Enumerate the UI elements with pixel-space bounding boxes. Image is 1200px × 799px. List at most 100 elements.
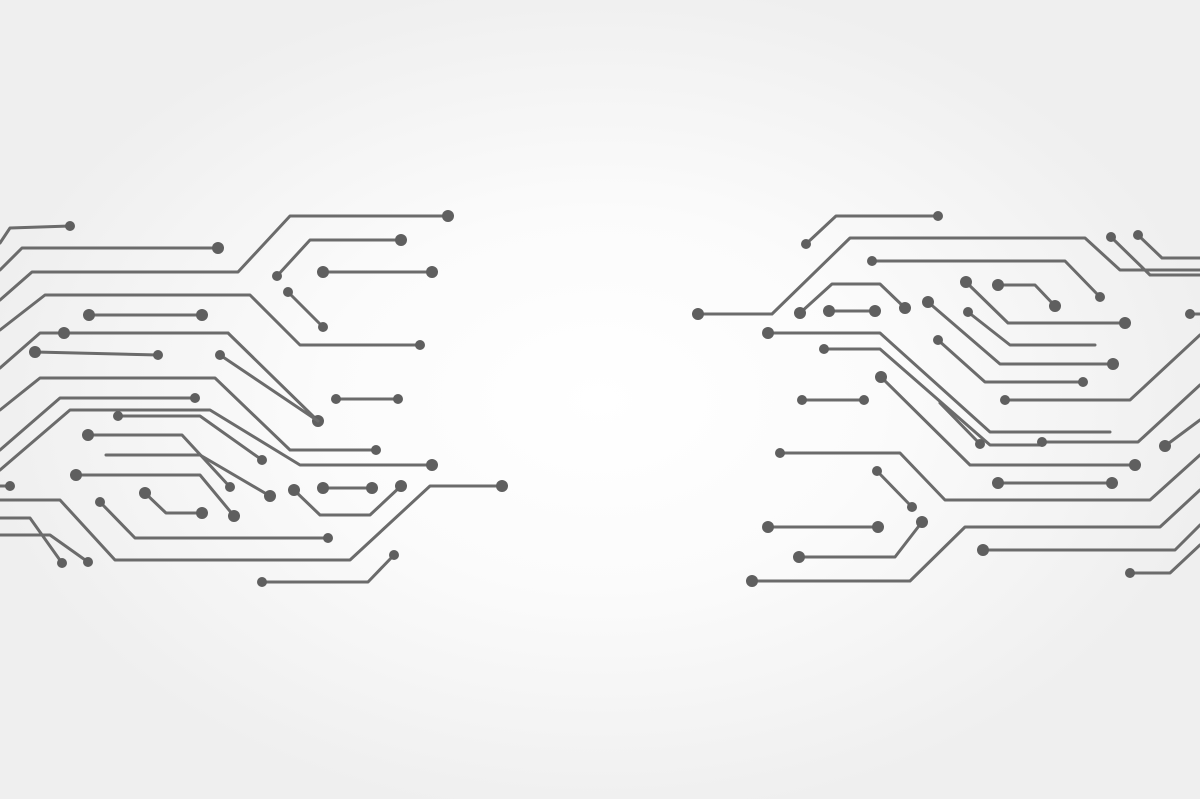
left-circuit-trace bbox=[0, 516, 64, 565]
left-circuit-pad bbox=[331, 394, 341, 404]
right-circuit-trace bbox=[926, 300, 1115, 366]
left-circuit-pad bbox=[288, 484, 300, 496]
right-circuit-pad bbox=[775, 448, 785, 458]
left-circuit-pad bbox=[323, 533, 333, 543]
right-circuit-trace bbox=[1109, 235, 1200, 277]
right-circuit-pad bbox=[1125, 568, 1135, 578]
right-circuit-trace bbox=[804, 214, 940, 246]
right-circuit-pad bbox=[823, 305, 835, 317]
left-circuit-trace bbox=[286, 290, 325, 329]
left-circuit-pad bbox=[283, 287, 293, 297]
right-circuit-pad bbox=[1119, 317, 1131, 329]
left-circuit-trace bbox=[0, 293, 422, 347]
left-circuit-pad bbox=[442, 210, 454, 222]
right-circuit-trace bbox=[797, 520, 924, 559]
left-circuit-pad bbox=[496, 480, 508, 492]
left-circuit-trace bbox=[260, 553, 396, 584]
right-circuit-pad bbox=[872, 521, 884, 533]
right-circuit-trace bbox=[750, 488, 1200, 583]
left-circuit-pad bbox=[389, 550, 399, 560]
right-circuit-pad bbox=[859, 395, 869, 405]
right-circuit-trace bbox=[822, 347, 1042, 447]
right-circuit-pad bbox=[794, 307, 806, 319]
right-circuit-pad bbox=[975, 439, 985, 449]
right-circuit-trace bbox=[1128, 543, 1200, 575]
right-circuit-pad bbox=[992, 279, 1004, 291]
right-circuit-pad bbox=[869, 305, 881, 317]
left-circuit-pad bbox=[83, 309, 95, 321]
right-circuit-pad bbox=[899, 302, 911, 314]
right-circuit-trace bbox=[879, 375, 1137, 467]
left-circuit-pad bbox=[196, 507, 208, 519]
right-circuit-trace bbox=[1040, 383, 1200, 444]
left-circuit-trace bbox=[0, 246, 220, 272]
left-circuit-trace bbox=[116, 414, 264, 462]
right-circuit-trace bbox=[798, 282, 907, 315]
right-circuit-pad bbox=[692, 308, 704, 320]
right-circuit-pad bbox=[907, 502, 917, 512]
right-circuit-pad bbox=[1133, 230, 1143, 240]
left-circuit-pad bbox=[29, 346, 41, 358]
left-circuit-trace bbox=[98, 500, 330, 540]
left-circuit-pad bbox=[190, 393, 200, 403]
circuit-traces-right bbox=[692, 211, 1200, 587]
right-circuit-pad bbox=[762, 521, 774, 533]
right-circuit-pad bbox=[977, 544, 989, 556]
right-circuit-pad bbox=[960, 276, 972, 288]
left-circuit-pad bbox=[58, 327, 70, 339]
left-circuit-pad bbox=[317, 266, 329, 278]
left-circuit-pad bbox=[82, 429, 94, 441]
left-circuit-pad bbox=[395, 480, 407, 492]
left-circuit-pad bbox=[426, 459, 438, 471]
right-circuit-trace bbox=[778, 451, 1200, 502]
right-circuit-pad bbox=[933, 335, 943, 345]
right-circuit-trace bbox=[964, 280, 1127, 325]
left-circuit-trace bbox=[0, 396, 197, 452]
right-circuit-trace bbox=[1136, 233, 1200, 260]
circuit-traces-left bbox=[0, 210, 508, 587]
right-circuit-pad bbox=[872, 466, 882, 476]
left-circuit-trace bbox=[33, 350, 160, 357]
right-circuit-pad bbox=[1106, 232, 1116, 242]
left-circuit-trace bbox=[74, 473, 236, 518]
right-circuit-pad bbox=[1000, 395, 1010, 405]
right-circuit-pad bbox=[1078, 377, 1088, 387]
right-circuit-pad bbox=[1159, 440, 1171, 452]
left-circuit-trace bbox=[143, 491, 204, 515]
right-circuit-pad bbox=[922, 296, 934, 308]
right-circuit-pad bbox=[1049, 300, 1061, 312]
left-circuit-trace bbox=[0, 408, 434, 472]
left-circuit-trace bbox=[218, 353, 320, 423]
left-circuit-pad bbox=[318, 322, 328, 332]
right-circuit-pad bbox=[797, 395, 807, 405]
right-circuit-pad bbox=[1095, 292, 1105, 302]
right-circuit-pad bbox=[746, 575, 758, 587]
right-circuit-pad bbox=[1037, 437, 1047, 447]
left-circuit-pad bbox=[57, 558, 67, 568]
right-circuit-pad bbox=[801, 239, 811, 249]
left-circuit-pad bbox=[366, 482, 378, 494]
left-circuit-pad bbox=[393, 394, 403, 404]
left-circuit-pad bbox=[196, 309, 208, 321]
left-circuit-pad bbox=[272, 271, 282, 281]
right-circuit-trace bbox=[696, 236, 1200, 316]
right-circuit-pad bbox=[1106, 477, 1118, 489]
left-circuit-pad bbox=[70, 469, 82, 481]
left-circuit-pad bbox=[95, 497, 105, 507]
left-circuit-pad bbox=[65, 221, 75, 231]
left-circuit-pad bbox=[153, 350, 163, 360]
left-circuit-trace bbox=[0, 533, 90, 564]
right-circuit-pad bbox=[933, 211, 943, 221]
right-circuit-pad bbox=[916, 516, 928, 528]
left-circuit-pad bbox=[225, 482, 235, 492]
right-circuit-trace bbox=[938, 401, 982, 446]
left-circuit-pad bbox=[264, 490, 276, 502]
left-circuit-pad bbox=[113, 411, 123, 421]
right-circuit-pad bbox=[1185, 309, 1195, 319]
right-circuit-trace bbox=[1003, 333, 1200, 402]
right-circuit-trace bbox=[1163, 418, 1200, 448]
left-circuit-pad bbox=[317, 482, 329, 494]
left-circuit-trace bbox=[86, 433, 232, 489]
